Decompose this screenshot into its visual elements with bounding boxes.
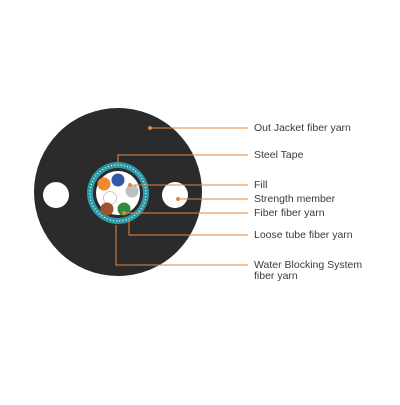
leader-loose-tube [128, 219, 248, 236]
steel-tape-dots [89, 164, 147, 222]
label-water-blocking-line2: fiber yarn [254, 270, 298, 282]
fiber-brown [100, 202, 114, 216]
label-fiber: Fiber fiber yarn [254, 207, 325, 219]
leader-fill-dot [128, 183, 132, 187]
strength-member-left [43, 182, 69, 208]
leader-lines [115, 126, 248, 266]
leader-steel-tape [117, 154, 248, 163]
strength-member-right [162, 182, 188, 208]
leader-out-jacket-dot [148, 126, 152, 130]
label-strength-member: Strength member [254, 193, 336, 205]
leader-fiber-dot [122, 211, 126, 215]
leader-strength-dot [176, 197, 180, 201]
label-water-blocking-line1: Water Blocking System [254, 259, 363, 271]
label-water-blocking: Water Blocking System fiber yarn [254, 260, 362, 282]
fiber-blue [111, 173, 125, 187]
fiber-green [117, 202, 131, 216]
label-out-jacket: Out Jacket fiber yarn [254, 122, 351, 134]
fiber-orange [97, 177, 111, 191]
label-steel-tape: Steel Tape [254, 149, 304, 161]
fiber-white [103, 191, 117, 205]
label-loose-tube: Loose tube fiber yarn [254, 229, 353, 241]
fiber-gray [125, 184, 139, 198]
label-fill: Fill [254, 179, 268, 191]
leader-water [115, 225, 248, 266]
